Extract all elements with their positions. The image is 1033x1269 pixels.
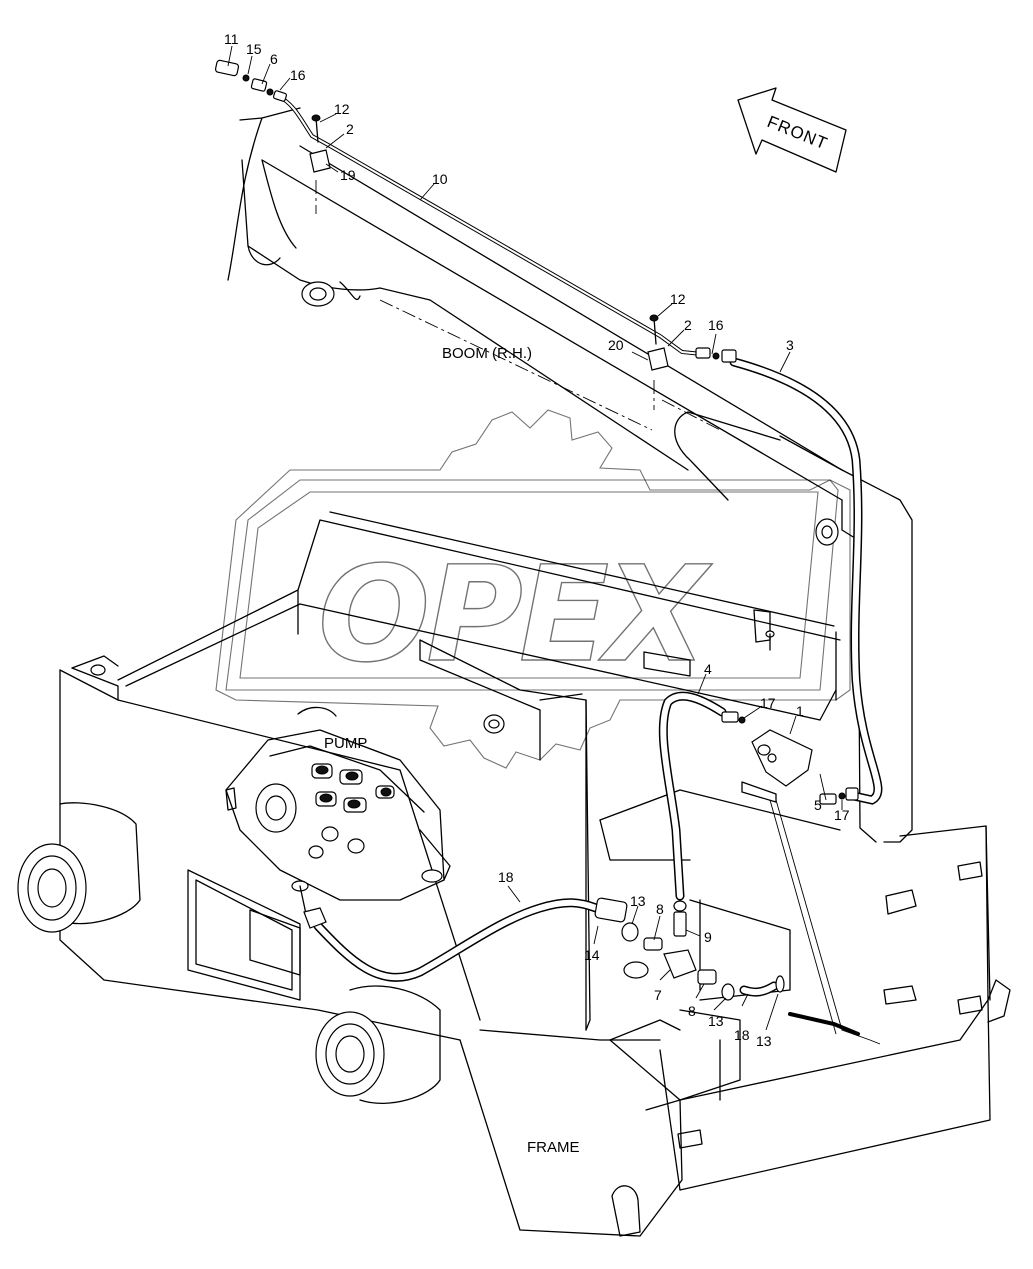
callout-12: 12 (670, 291, 686, 307)
boom-rh: BOOM (R.H.) (227, 107, 913, 843)
callout-10: 10 (432, 171, 448, 187)
watermark-logo: OPEX (215, 409, 851, 769)
callout-11: 11 (224, 31, 239, 47)
callout-3: 3 (786, 337, 794, 353)
callout-5: 5 (814, 797, 822, 813)
frame-label: FRAME (527, 1139, 580, 1156)
callout-2: 2 (684, 317, 692, 333)
callout-6: 6 (270, 51, 278, 67)
callout-1: 1 (796, 703, 804, 719)
callout-13: 13 (756, 1033, 772, 1049)
tube-10 (276, 94, 704, 356)
callout-16: 16 (290, 67, 306, 83)
callout-18: 18 (498, 869, 514, 885)
callout-17: 17 (834, 807, 850, 823)
pump-label: PUMP (324, 735, 367, 752)
callout-2: 2 (346, 121, 354, 137)
watermark-text: OPEX (318, 538, 713, 692)
fittings (214, 59, 859, 1001)
callout-8: 8 (656, 901, 664, 917)
callout-18: 18 (734, 1027, 750, 1043)
callout-numbers: 11 15 6 16 12 2 19 10 12 2 16 20 3 4 17 … (224, 31, 850, 1049)
front-direction-arrow: FRONT (737, 87, 847, 173)
callout-16: 16 (708, 317, 724, 333)
callout-7: 7 (654, 987, 662, 1003)
boom-label: BOOM (R.H.) (442, 345, 532, 362)
callout-leaders (227, 45, 843, 1031)
callout-15: 15 (246, 41, 262, 57)
front-label: FRONT (765, 112, 831, 153)
frame: FRAME (17, 511, 1011, 1237)
callout-19: 19 (340, 167, 356, 183)
callout-8: 8 (688, 1003, 696, 1019)
callout-13: 13 (708, 1013, 724, 1029)
callout-13: 13 (630, 893, 646, 909)
callout-9: 9 (704, 929, 712, 945)
callout-14: 14 (584, 947, 600, 963)
callout-17: 17 (760, 695, 776, 711)
callout-12: 12 (334, 101, 350, 117)
callout-20: 20 (608, 337, 624, 353)
callout-4: 4 (704, 661, 712, 677)
pump: PUMP (225, 706, 451, 901)
